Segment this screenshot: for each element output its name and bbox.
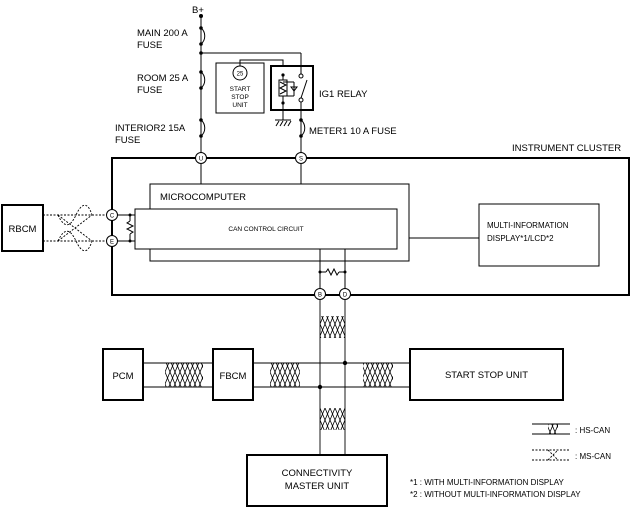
ground-hatch-4 — [287, 120, 292, 127]
pcm-box — [102, 348, 144, 401]
room-fuse-symbol — [200, 71, 206, 89]
ms-terminator-node-top — [128, 213, 132, 217]
hs-terminator-resistor — [325, 267, 340, 277]
ig1-relay-label: IG1 RELAY — [319, 89, 368, 100]
hs-twist-upper — [320, 316, 345, 338]
room-fuse-label-1: ROOM 25 A — [137, 73, 189, 84]
legend-hs-twist — [548, 424, 558, 434]
pin-u — [195, 152, 207, 164]
relay-contact-top — [298, 73, 304, 79]
room-fuse-node-2 — [199, 86, 203, 90]
hs-twist-fbcm — [270, 363, 300, 387]
meter-fuse-label: METER1 10 A FUSE — [309, 126, 397, 137]
legend-ms-can-symbol — [532, 449, 570, 461]
hs-twist-lower — [320, 408, 345, 430]
ground-hatch-3 — [283, 120, 288, 127]
main-fuse-symbol — [200, 27, 206, 45]
can-control-circuit-box — [134, 208, 398, 250]
start-stop-unit-label: START STOP UNIT — [445, 370, 528, 381]
relay-coil-winding — [278, 81, 288, 95]
microcomputer-label: MICROCOMPUTER — [160, 192, 246, 203]
meter-fuse-symbol — [300, 119, 306, 137]
interior-fuse-label-1: INTERIOR2 15A — [115, 123, 186, 134]
pin-e-label: E — [110, 240, 114, 246]
pin-c — [106, 209, 118, 221]
ms-terminator-resistor — [125, 220, 135, 235]
instrument-cluster: INSTRUMENT CLUSTER U S MICROCOMPUTER CAN… — [106, 143, 630, 300]
start-stop-small-label-3: UNIT — [232, 102, 247, 109]
hs-terminator-node-left — [318, 270, 322, 274]
pin-d — [339, 288, 351, 300]
main-fuse-node-2 — [199, 42, 203, 46]
legend-ms-twist — [547, 449, 559, 461]
fbcm-label: FBCM — [220, 371, 247, 382]
legend: : HS-CAN : MS-CAN *1 : WITH MULTI-INFORM… — [410, 423, 611, 499]
note-1: *1 : WITH MULTI-INFORMATION DISPLAY — [410, 478, 564, 487]
room-fuse-label-2: FUSE — [137, 85, 162, 96]
battery-terminal — [199, 14, 203, 18]
ground-hatch-1 — [275, 120, 280, 127]
relay-switch — [300, 79, 308, 99]
pin-d-label: D — [343, 293, 348, 299]
start-stop-small-label-1: START — [230, 86, 251, 93]
hs-can-modules: PCM FBCM START STOP UNIT CONNECTIVITY MA… — [102, 348, 564, 507]
connectivity-label-2: MASTER UNIT — [285, 481, 350, 492]
hs-twist-pcm — [165, 363, 203, 387]
main-fuse-label-2: FUSE — [137, 40, 162, 51]
pcm-label: PCM — [112, 371, 133, 382]
ground-hatch-2 — [279, 120, 284, 127]
interior-fuse-label-2: FUSE — [115, 135, 140, 146]
hs-can-bus — [143, 300, 410, 455]
relay-diode — [290, 86, 298, 92]
display-label-1: MULTI-INFORMATION — [487, 221, 569, 230]
hs-terminator-node-right — [343, 270, 347, 274]
pin-s — [295, 152, 307, 164]
hs-junction-low — [317, 384, 323, 390]
rbcm-section: RBCM — [1, 204, 106, 252]
connectivity-label-1: CONNECTIVITY — [282, 468, 353, 479]
room-fuse-node — [199, 70, 203, 74]
relay-contact-bottom — [298, 97, 304, 103]
pin-s-label: S — [299, 157, 303, 163]
meter-fuse-node — [299, 118, 303, 122]
can-control-circuit-label: CAN CONTROL CIRCUIT — [228, 226, 303, 233]
rbcm-label: RBCM — [9, 224, 37, 235]
interior-fuse-node-2 — [199, 134, 203, 138]
fbcm-box — [212, 348, 254, 401]
note-2: *2 : WITHOUT MULTI-INFORMATION DISPLAY — [410, 490, 581, 499]
multi-information-display-box — [478, 203, 600, 267]
meter-fuse-node-2 — [299, 134, 303, 138]
main-fuse-label-1: MAIN 200 A — [137, 28, 188, 39]
legend-hs-can-label: : HS-CAN — [575, 426, 610, 435]
battery-label: B+ — [192, 5, 204, 16]
pin-u-label: U — [199, 157, 203, 163]
instrument-cluster-label: INSTRUMENT CLUSTER — [512, 143, 621, 154]
main-fuse-node — [199, 26, 203, 30]
interior-fuse-symbol — [200, 119, 206, 137]
legend-hs-can-symbol — [532, 423, 570, 435]
hs-junction-high — [342, 360, 348, 366]
start-stop-small-label-2: STOP — [231, 94, 249, 101]
legend-ms-can-label: : MS-CAN — [575, 452, 611, 461]
rbcm-box — [1, 204, 44, 252]
interior-fuse-node — [199, 118, 203, 122]
ms-can-cross — [57, 214, 93, 242]
pin-b — [314, 288, 326, 300]
hs-twist-ssu — [363, 363, 393, 387]
connectivity-master-unit-box — [246, 454, 388, 507]
ms-terminator-node-bottom — [128, 239, 132, 243]
start-stop-unit-box — [409, 348, 564, 401]
pin-c-label: C — [110, 214, 115, 220]
pin-b-label: B — [318, 293, 322, 299]
start-stop-pin-label: 25 — [237, 72, 244, 78]
pin-e — [106, 235, 118, 247]
display-label-2: DISPLAY*1/LCD*2 — [487, 234, 554, 243]
power-supply: B+ MAIN 200 A FUSE ROOM 25 A FUSE INTERI… — [115, 5, 397, 153]
